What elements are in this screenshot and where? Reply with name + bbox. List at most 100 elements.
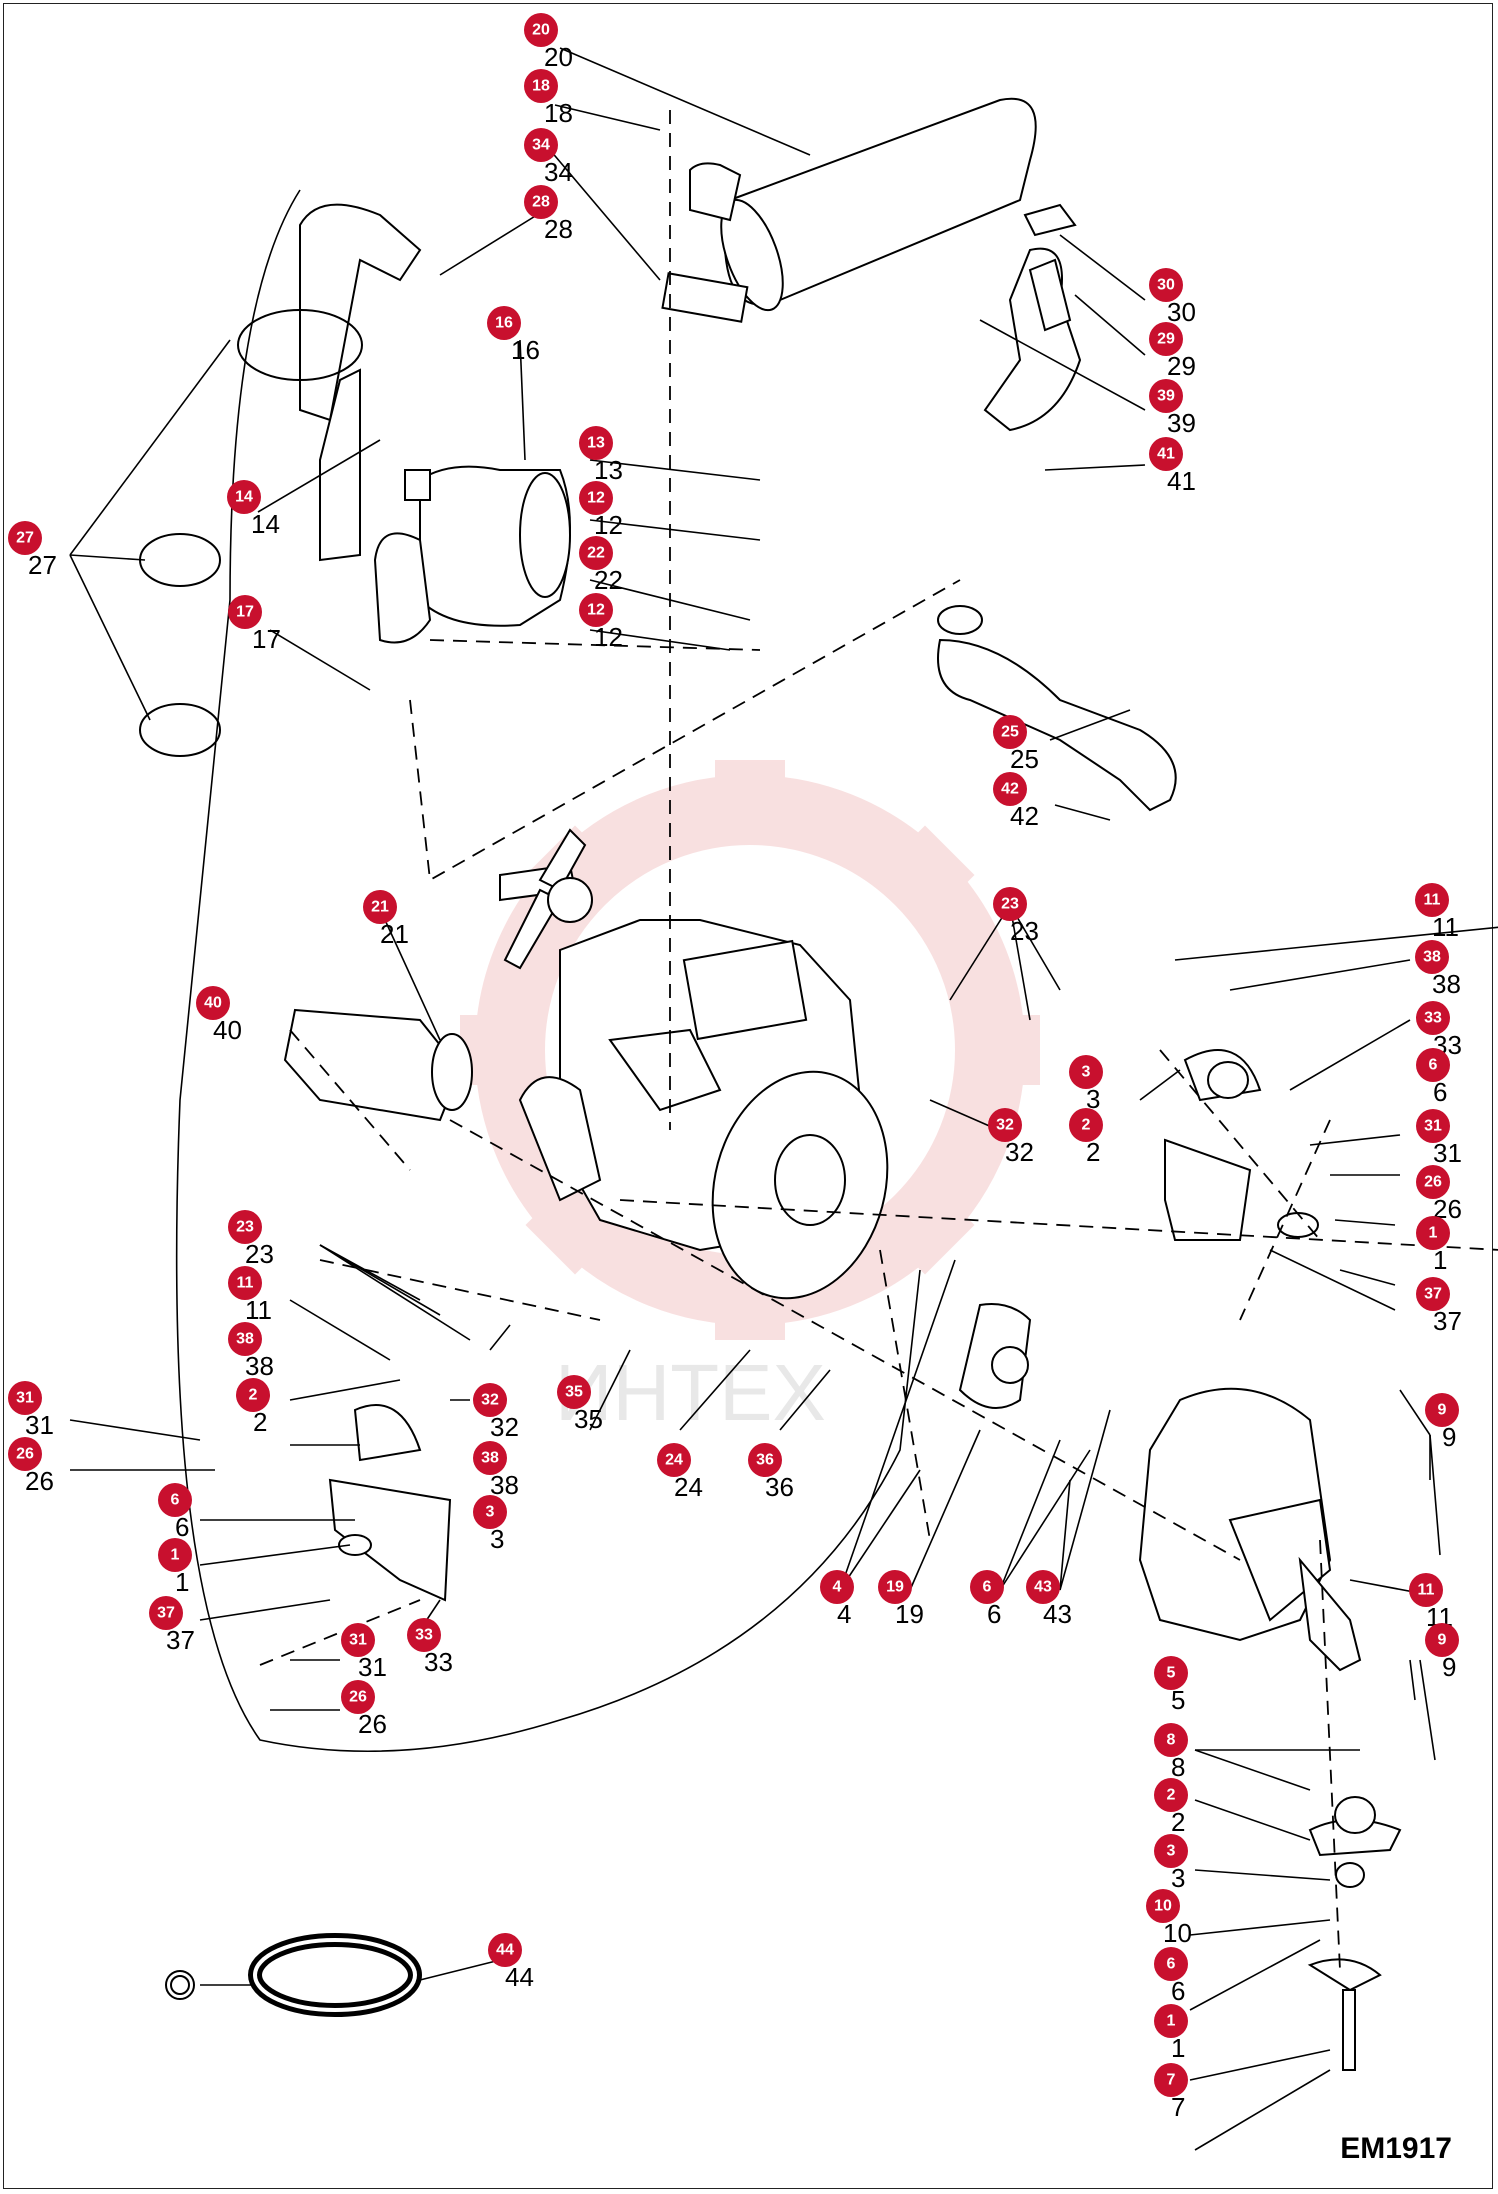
callout-number: 1 [175, 1567, 189, 1597]
callout-badge [579, 426, 613, 460]
callout-badge [8, 1381, 42, 1415]
callout-number: 29 [1167, 351, 1196, 381]
callout-badge-label: 17 [236, 604, 254, 621]
callout-badge-label: 2 [1167, 1787, 1176, 1804]
callout-number: 35 [574, 1404, 603, 1434]
callout-badge-label: 12 [587, 602, 605, 619]
callout-badge [196, 986, 230, 1020]
callout-number: 13 [594, 455, 623, 485]
pump-housing [1138, 1387, 1362, 1672]
callout-badge [1416, 1109, 1450, 1143]
callout-badge [1416, 1165, 1450, 1199]
callout-badge [1416, 1048, 1450, 1082]
callout-number: 23 [245, 1239, 274, 1269]
callout-badge [1026, 1570, 1060, 1604]
callout-badge-label: 10 [1154, 1898, 1172, 1915]
callout-badge-label: 8 [1167, 1732, 1176, 1749]
muffler [661, 97, 1082, 432]
callout-badge [1416, 1001, 1450, 1035]
callout-badge [1149, 268, 1183, 302]
callout-badge [473, 1383, 507, 1417]
callout-badge-label: 38 [236, 1331, 254, 1348]
callout-badge-label: 37 [157, 1605, 175, 1622]
callout-badge [487, 306, 521, 340]
callout-badge [1149, 379, 1183, 413]
callout-badge-label: 23 [1001, 896, 1019, 913]
callout-badge [341, 1680, 375, 1714]
callout-badge [228, 1322, 262, 1356]
callout-badge-label: 28 [532, 194, 550, 211]
callout-number: 7 [1171, 2092, 1185, 2122]
callout-badge-label: 6 [171, 1492, 180, 1509]
callout-badge [158, 1483, 192, 1517]
callout-badge [8, 521, 42, 555]
callout-badge-label: 29 [1157, 331, 1175, 348]
callout-number: 18 [544, 98, 573, 128]
callout-badge [473, 1495, 507, 1529]
callout-badge [988, 1108, 1022, 1142]
callout-badge [557, 1375, 591, 1409]
callout-badge-label: 33 [415, 1627, 433, 1644]
callout-number: 34 [544, 157, 573, 187]
callout-badge [236, 1378, 270, 1412]
callout-number: 31 [358, 1652, 387, 1682]
callout-badge-label: 42 [1001, 781, 1019, 798]
callout-badge-label: 35 [565, 1384, 583, 1401]
callout-badge-label: 11 [1418, 1582, 1435, 1599]
callout-badge [1415, 883, 1449, 917]
callout-number: 9 [1442, 1422, 1456, 1452]
callout-badge-label: 2 [249, 1387, 258, 1404]
callout-number: 6 [987, 1599, 1001, 1629]
callout-badge [993, 715, 1027, 749]
callout-badge-label: 41 [1157, 446, 1175, 463]
callout-number: 5 [1171, 1685, 1185, 1715]
callout-badge-label: 3 [1167, 1843, 1176, 1860]
callout-badge [524, 185, 558, 219]
callout-badge-label: 30 [1157, 277, 1175, 294]
callout-number: 42 [1010, 801, 1039, 831]
callout-number: 44 [505, 1962, 534, 1992]
callout-badge-label: 31 [349, 1632, 367, 1649]
callout-number: 41 [1167, 466, 1196, 496]
callout-number: 23 [1010, 916, 1039, 946]
callout-badge [748, 1443, 782, 1477]
callout-badge [1409, 1573, 1443, 1607]
watermark-text: ИНТЕХ [555, 1348, 826, 1437]
callout-badge-label: 37 [1424, 1286, 1442, 1303]
callout-badge-label: 27 [16, 530, 34, 547]
callout-number: 1 [1433, 1245, 1447, 1275]
leader-lines [69, 47, 1498, 2151]
callout-badge [1149, 437, 1183, 471]
callout-badge [1416, 1277, 1450, 1311]
callout-number: 30 [1167, 297, 1196, 327]
callout-badge [228, 1266, 262, 1300]
callout-number: 2 [1086, 1137, 1100, 1167]
air-cleaner [373, 465, 571, 644]
callout-badge [363, 890, 397, 924]
callout-badge-label: 34 [532, 137, 550, 154]
callout-badge [579, 481, 613, 515]
callout-number: 2 [253, 1407, 267, 1437]
callout-badge [1154, 1656, 1188, 1690]
callout-badge-label: 20 [532, 22, 550, 39]
callout-badge-label: 9 [1438, 1632, 1447, 1649]
callout-badge [158, 1538, 192, 1572]
callout-number: 11 [245, 1295, 272, 1325]
callout-number: 31 [25, 1410, 54, 1440]
callout-number: 17 [252, 624, 281, 654]
callout-badge-label: 16 [495, 315, 513, 332]
callout-badge [1149, 322, 1183, 356]
callout-number: 28 [544, 214, 573, 244]
callout-badge [878, 1570, 912, 1604]
callout-number: 12 [594, 510, 623, 540]
callout-badge-label: 21 [371, 899, 389, 916]
flywheel-plate [958, 1303, 1032, 1409]
starter-motor [283, 1008, 473, 1122]
exhaust-pipe-upper [299, 203, 422, 562]
diagram-frame [3, 3, 1493, 2189]
engine [499, 828, 889, 1300]
callout-number: 39 [1167, 408, 1196, 438]
callout-badge-label: 26 [349, 1689, 367, 1706]
callout-number: 9 [1442, 1652, 1456, 1682]
